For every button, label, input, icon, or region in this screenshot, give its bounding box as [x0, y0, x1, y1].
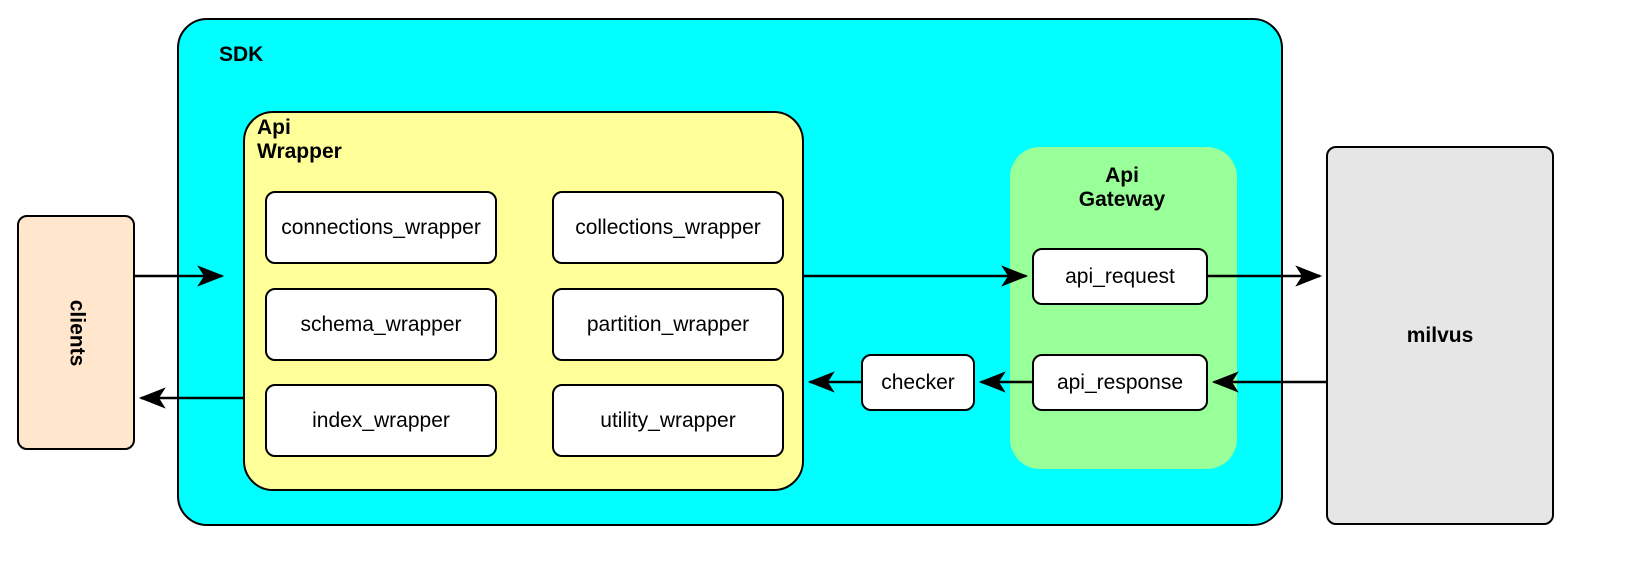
node-connections-wrapper-label: connections_wrapper: [281, 215, 481, 239]
node-milvus[interactable]: milvus: [1326, 146, 1554, 525]
node-utility-wrapper[interactable]: utility_wrapper: [552, 384, 784, 457]
node-utility-wrapper-label: utility_wrapper: [600, 408, 736, 432]
node-connections-wrapper[interactable]: connections_wrapper: [265, 191, 497, 264]
node-api-response-label: api_response: [1056, 370, 1184, 394]
node-collections-wrapper-label: collections_wrapper: [575, 215, 761, 239]
node-clients[interactable]: clients: [17, 215, 135, 450]
node-milvus-label: milvus: [1406, 323, 1474, 347]
api-gateway-region-label: Api Gateway: [1078, 164, 1166, 212]
sdk-region-label: SDK: [219, 43, 264, 66]
node-partition-wrapper[interactable]: partition_wrapper: [552, 288, 784, 361]
api-gateway-region: [1010, 147, 1237, 469]
node-index-wrapper-label: index_wrapper: [312, 408, 450, 432]
node-schema-wrapper[interactable]: schema_wrapper: [265, 288, 497, 361]
node-checker-label: checker: [881, 370, 955, 394]
node-schema-wrapper-label: schema_wrapper: [300, 312, 462, 336]
node-index-wrapper[interactable]: index_wrapper: [265, 384, 497, 457]
node-api-response[interactable]: api_response: [1032, 354, 1208, 411]
node-collections-wrapper[interactable]: collections_wrapper: [552, 191, 784, 264]
node-api-request[interactable]: api_request: [1032, 248, 1208, 305]
node-partition-wrapper-label: partition_wrapper: [586, 312, 750, 336]
node-checker[interactable]: checker: [861, 354, 975, 411]
node-api-request-label: api_request: [1065, 264, 1175, 288]
api-wrapper-region-label: Api Wrapper: [257, 116, 342, 164]
node-clients-label: clients: [65, 299, 88, 366]
